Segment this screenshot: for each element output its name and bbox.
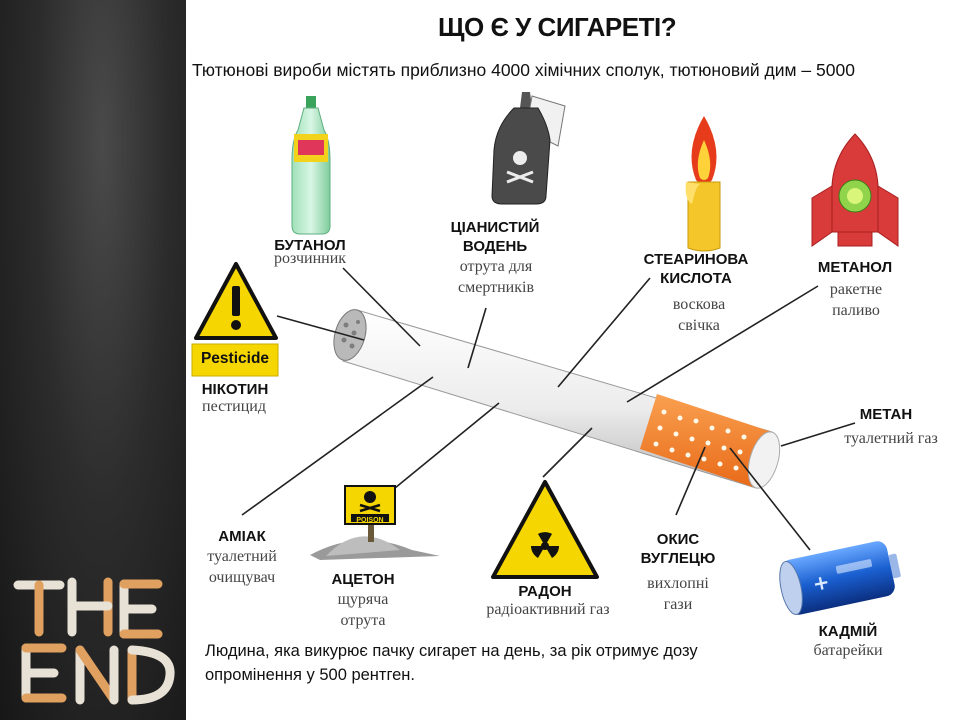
page-subtitle: Тютюнові вироби містять приблизно 4000 х… — [192, 60, 855, 80]
warning-triangle-icon — [191, 262, 279, 377]
label-stearic-acid: СТЕАРИНОВА КИСЛОТА — [643, 251, 749, 287]
candle-icon — [685, 116, 721, 252]
left-decorative-panel — [0, 0, 186, 720]
bottle-icon — [291, 96, 331, 235]
poison-bottle-icon — [491, 92, 566, 205]
desc-methane: туалетний газ — [844, 430, 938, 447]
label-ammonia: АМІАК — [218, 528, 266, 545]
label-acetone: АЦЕТОН — [331, 571, 395, 588]
desc-radon: радіоактивний газ — [486, 601, 610, 618]
label-methane: МЕТАН — [859, 406, 913, 423]
label-cadmium: КАДМІЙ — [818, 623, 878, 640]
desc-ammonia: туалетний очищувач — [207, 548, 277, 586]
desc-nicotine: пестицид — [202, 398, 266, 415]
radiation-icon — [491, 480, 599, 579]
desc-carbon-monoxide: вихлопні гази — [647, 575, 709, 613]
pesticide-badge: Pesticide — [200, 350, 270, 367]
desc-methanol: ракетне паливо — [829, 281, 883, 319]
footer-note: Людина, яка викурює пачку сигарет на ден… — [205, 642, 698, 684]
the-end-cigarette-art — [13, 577, 175, 705]
desc-stearic-acid: воскова свічка — [672, 296, 726, 334]
label-radon: РАДОН — [518, 583, 572, 600]
page-title: ЩО Є У СИГАРЕТІ? — [438, 12, 677, 42]
connector-lines — [241, 267, 856, 551]
desc-cyanide: отрута для смертників — [457, 258, 534, 296]
poison-sign-icon — [310, 485, 440, 560]
battery-icon: + — [779, 541, 901, 615]
poison-badge: POISON — [356, 517, 384, 524]
desc-butanol: розчинник — [273, 250, 347, 267]
rocket-icon — [811, 133, 899, 247]
cigarette — [333, 309, 781, 489]
label-carbon-monoxide: ОКИС ВУГЛЕЦЮ — [640, 531, 716, 567]
desc-cadmium: батарейки — [813, 642, 883, 659]
label-butanol: БУТАНОЛ — [274, 237, 346, 254]
desc-acetone: щуряча отрута — [337, 591, 389, 629]
label-cyanide: ЦІАНИСТИЙ ВОДЕНЬ — [450, 219, 540, 255]
label-nicotine: НІКОТИН — [201, 381, 269, 398]
label-methanol: МЕТАНОЛ — [817, 259, 893, 276]
svg-text:+: + — [810, 569, 831, 596]
